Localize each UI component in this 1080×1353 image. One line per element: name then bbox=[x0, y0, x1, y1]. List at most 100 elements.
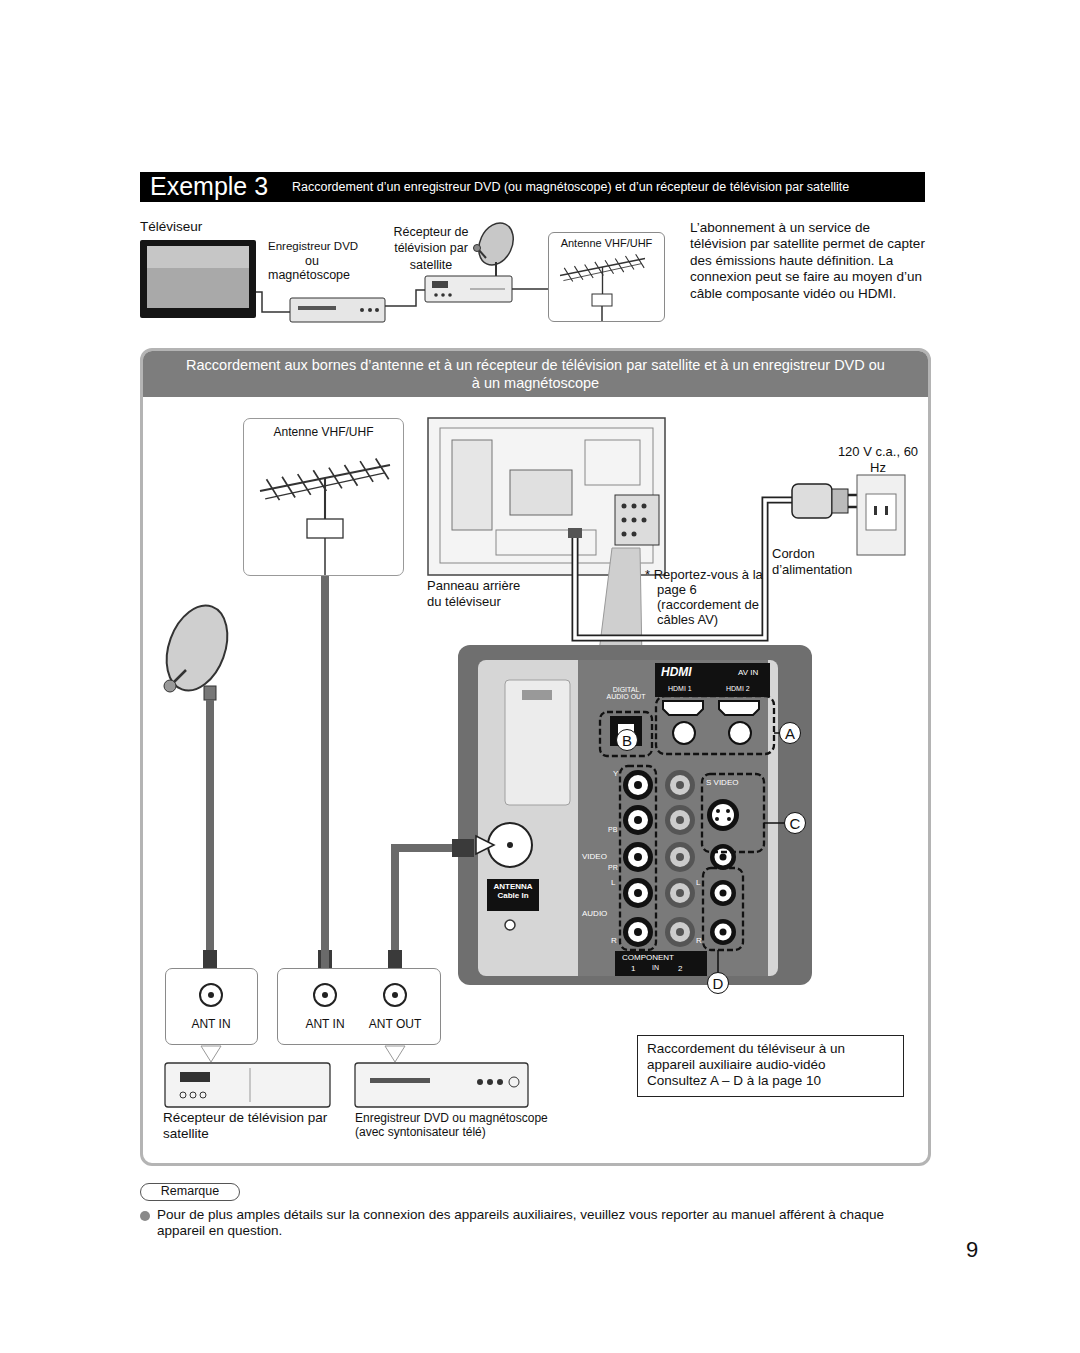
coax-jack bbox=[200, 984, 222, 1006]
rca-jack bbox=[665, 770, 695, 800]
port-label: PR bbox=[608, 864, 618, 872]
coax-jack bbox=[200, 984, 406, 1006]
antenna-connector bbox=[488, 823, 532, 930]
connector-panel-zoom bbox=[729, 722, 751, 744]
callout-letter: A bbox=[779, 722, 801, 744]
rca-jack bbox=[628, 883, 648, 903]
tv-rear-panel bbox=[585, 440, 640, 485]
note-tag: Remarque bbox=[140, 1183, 240, 1201]
dashed-outline bbox=[600, 696, 774, 950]
rca-jack bbox=[710, 880, 736, 906]
s-video-jack bbox=[707, 799, 739, 831]
satellite-dish-icon bbox=[204, 686, 216, 700]
callout-pointer bbox=[201, 1046, 405, 1062]
rca-jack bbox=[670, 775, 690, 795]
rca-jack bbox=[665, 842, 695, 872]
satellite-receiver-icon bbox=[425, 276, 512, 302]
callout-line bbox=[717, 950, 719, 972]
coax-jack bbox=[384, 984, 406, 1006]
port-label: HDMI 2 bbox=[726, 685, 750, 693]
tv-rear-panel bbox=[622, 504, 627, 509]
port-label: L bbox=[611, 878, 615, 888]
wall-outlet bbox=[857, 475, 905, 555]
tv-rear-panel bbox=[622, 518, 627, 523]
f-connector bbox=[476, 836, 494, 854]
reference-note: * Reportez-vous à la page 6 (raccordemen… bbox=[645, 568, 763, 628]
device-label: Téléviseur bbox=[140, 219, 202, 235]
port-label: AUDIO bbox=[582, 909, 607, 919]
rca-jack bbox=[623, 878, 653, 908]
television-icon bbox=[140, 240, 256, 318]
connection-panel: Raccordement aux bornes d’antenne et à u… bbox=[140, 348, 931, 1166]
rca-jack bbox=[676, 928, 684, 936]
rca-jack bbox=[670, 883, 690, 903]
dvd-recorder-icon bbox=[355, 1063, 528, 1107]
connection-wire bbox=[256, 292, 290, 312]
s-video-jack bbox=[716, 809, 720, 813]
satellite-receiver-icon bbox=[180, 1072, 210, 1082]
panel-label: Panneau arrière du téléviseur bbox=[427, 578, 535, 609]
port-label: S VIDEO bbox=[706, 778, 738, 788]
callout-pointer bbox=[201, 1046, 221, 1062]
rca-jack bbox=[628, 775, 648, 795]
rca-jack bbox=[623, 842, 653, 872]
satellite-receiver-icon bbox=[165, 1063, 330, 1107]
rca-jack bbox=[676, 853, 684, 861]
callout-line bbox=[764, 822, 784, 824]
title-bar bbox=[140, 172, 925, 202]
antenna-connector bbox=[505, 920, 515, 930]
port-callout: ANT INANT OUT bbox=[277, 968, 441, 1045]
dvd-recorder-icon bbox=[487, 1079, 493, 1085]
connection-wire bbox=[512, 288, 548, 290]
port-label: ANT IN bbox=[166, 1017, 256, 1031]
satellite-dish-icon bbox=[156, 597, 239, 699]
port-label: L bbox=[696, 878, 700, 888]
note-heading: Remarque bbox=[141, 1184, 239, 1200]
device-label: Récepteur de télévision par satellite bbox=[163, 1110, 331, 1141]
coax-jack bbox=[314, 984, 336, 1006]
satellite-dish-icon bbox=[495, 262, 497, 276]
device-label: Récepteur de télévision par satellite bbox=[392, 224, 470, 273]
connector-panel-zoom bbox=[478, 660, 778, 976]
satellite-receiver-icon bbox=[180, 1092, 186, 1098]
f-connector bbox=[452, 839, 474, 857]
dvd-recorder-icon bbox=[370, 1078, 430, 1083]
rca-jack bbox=[623, 770, 653, 800]
satellite-dish-icon bbox=[474, 245, 481, 252]
title-description: Raccordement d’un enregistreur DVD (ou m… bbox=[292, 180, 920, 195]
callout-line bbox=[718, 733, 784, 972]
port-callout: ANT IN bbox=[165, 968, 258, 1045]
satellite-receiver-icon bbox=[448, 293, 452, 297]
port-label: HDMI 1 bbox=[668, 685, 692, 693]
rca-jack bbox=[628, 847, 648, 867]
s-video-jack bbox=[715, 817, 719, 821]
connector-panel-zoom bbox=[719, 701, 759, 715]
rca-jack bbox=[628, 922, 648, 942]
port-label: AV IN bbox=[738, 668, 758, 678]
panel-heading: Raccordement aux bornes d’antenne et à u… bbox=[143, 351, 928, 397]
port-label: ANT OUT bbox=[360, 1017, 430, 1031]
dvd-recorder-icon bbox=[509, 1077, 519, 1087]
hdmi-logo: HDMI bbox=[661, 665, 692, 679]
satellite-receiver-icon bbox=[200, 1092, 206, 1098]
coax-cable bbox=[206, 700, 214, 952]
connector-panel-zoom bbox=[505, 680, 570, 805]
power-cord bbox=[575, 500, 792, 638]
rca-jack bbox=[710, 919, 736, 945]
rca-jack bbox=[720, 854, 727, 861]
callout-pointer bbox=[385, 1046, 405, 1062]
tv-rear-panel bbox=[615, 495, 659, 545]
television-icon bbox=[147, 246, 249, 268]
tv-rear-panel bbox=[642, 504, 647, 509]
rca-jack bbox=[670, 847, 690, 867]
wall-outlet bbox=[874, 506, 877, 515]
port-label: COMPONENT bbox=[622, 953, 674, 963]
s-video-jack bbox=[712, 804, 734, 826]
port-label: 1 bbox=[631, 964, 635, 974]
connector-panel-zoom bbox=[458, 645, 812, 985]
dashed-outline bbox=[656, 696, 774, 754]
tv-rear-panel bbox=[452, 440, 492, 530]
